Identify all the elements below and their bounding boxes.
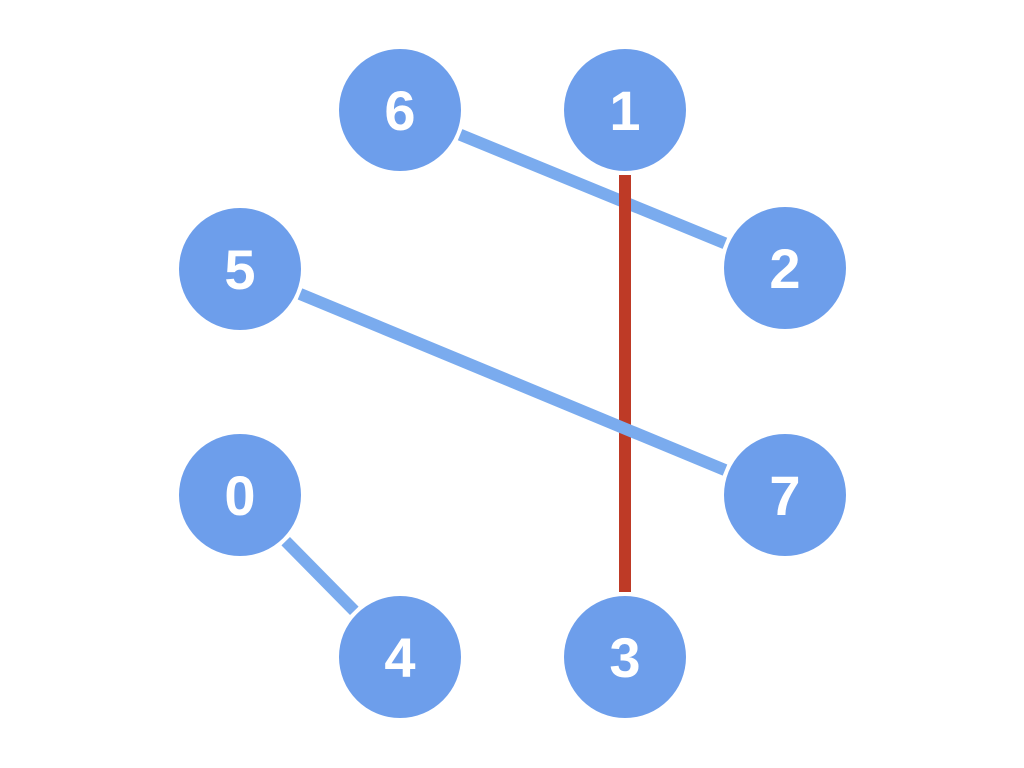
node-label-4: 4 — [384, 626, 415, 689]
node-label-2: 2 — [769, 237, 800, 300]
node-7[interactable]: 7 — [724, 434, 846, 556]
node-6[interactable]: 6 — [339, 49, 461, 171]
node-label-6: 6 — [384, 79, 415, 142]
node-label-3: 3 — [609, 626, 640, 689]
node-5[interactable]: 5 — [179, 208, 301, 330]
node-circle-7 — [724, 434, 846, 556]
node-circle-5 — [179, 208, 301, 330]
node-circle-2 — [724, 207, 846, 329]
node-circle-4 — [339, 596, 461, 718]
node-4[interactable]: 4 — [339, 596, 461, 718]
node-label-0: 0 — [224, 464, 255, 527]
node-circle-6 — [339, 49, 461, 171]
edge-6-2 — [457, 129, 728, 249]
node-1[interactable]: 1 — [564, 49, 686, 171]
node-0[interactable]: 0 — [179, 434, 301, 556]
node-3[interactable]: 3 — [564, 596, 686, 718]
node-label-7: 7 — [769, 464, 800, 527]
edge-0-4 — [281, 536, 359, 616]
node-label-5: 5 — [224, 238, 255, 301]
node-circle-0 — [179, 434, 301, 556]
node-2[interactable]: 2 — [724, 207, 846, 329]
edge-5-7 — [297, 288, 728, 476]
node-circle-3 — [564, 596, 686, 718]
node-circle-1 — [564, 49, 686, 171]
node-label-1: 1 — [609, 79, 640, 142]
